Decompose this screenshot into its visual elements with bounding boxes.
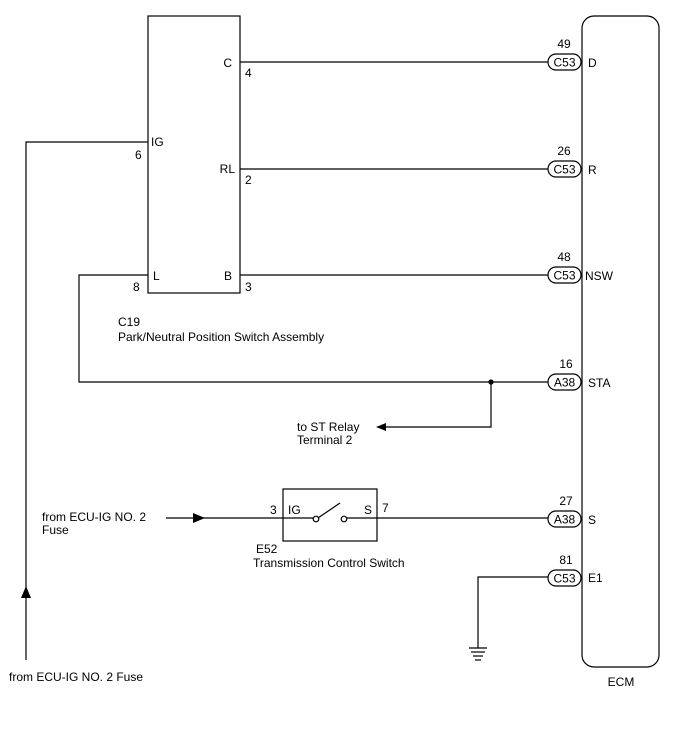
ecm-pin-label: E1 xyxy=(588,571,603,585)
trans-switch-connector-code: E52 xyxy=(256,542,278,556)
switch-contact-right xyxy=(340,515,348,523)
fuse-note-line1: from ECU-IG NO. 2 xyxy=(42,510,146,524)
st-relay-arrow-icon xyxy=(376,423,386,431)
ecm-pin-label: STA xyxy=(588,376,610,390)
wire-l-to-sta xyxy=(78,274,548,383)
ecm-label: ECM xyxy=(608,675,635,689)
ecm-pin-label: R xyxy=(588,163,597,177)
connector-oval xyxy=(547,373,582,391)
connector-oval xyxy=(547,569,582,587)
park-switch-connector-code: C19 xyxy=(118,315,140,329)
terminal-c-label: C xyxy=(223,56,232,70)
ecm-pin-number: 81 xyxy=(559,553,573,567)
ecm-pin-e1: 81 C53 E1 xyxy=(547,553,603,587)
ecm-pin-label: NSW xyxy=(585,269,614,283)
fuse-feed-arrow-icon xyxy=(21,586,31,598)
ecm-pin-label: S xyxy=(588,513,596,527)
terminal-b-pin: 3 xyxy=(245,280,252,294)
transmission-switch-box xyxy=(282,488,378,542)
ecm-pin-connector: A38 xyxy=(554,513,576,527)
terminal-ig-pin: 6 xyxy=(135,148,142,162)
ecm-pin-number: 48 xyxy=(557,250,571,264)
ecm-pin-connector: C53 xyxy=(553,572,575,586)
wire-to-st-relay xyxy=(384,382,492,428)
terminal-l-label: L xyxy=(153,269,160,283)
fuse-arrow-icon xyxy=(193,513,205,523)
ground-icon xyxy=(469,647,487,661)
ecm-pin-connector: C53 xyxy=(553,56,575,70)
ecm-pin-label: D xyxy=(588,56,597,70)
ecm-pin-d: 49 C53 D xyxy=(547,37,597,71)
connector-oval xyxy=(547,510,582,528)
terminal-ig-label: IG xyxy=(151,135,164,149)
ecm-pin-connector: C53 xyxy=(553,163,575,177)
st-relay-note-line2: Terminal 2 xyxy=(297,433,353,447)
fuse-note-bottom: from ECU-IG NO. 2 Fuse xyxy=(9,670,143,684)
ecm-box xyxy=(581,15,660,668)
switch-blade xyxy=(317,502,341,519)
terminal-c-pin: 4 xyxy=(245,66,252,80)
wire-e1-to-ground xyxy=(477,576,548,648)
st-relay-note-line1: to ST Relay xyxy=(297,420,359,434)
fuse-note-line2: Fuse xyxy=(42,523,69,537)
terminal-b-label: B xyxy=(224,269,232,283)
wire-ig-feed xyxy=(25,141,148,660)
connector-oval xyxy=(547,266,582,284)
trans-s-pin: 7 xyxy=(382,501,389,515)
ecm-pin-sta: 16 A38 STA xyxy=(547,357,610,391)
switch-contact-left xyxy=(312,515,320,523)
ecm-pin-connector: A38 xyxy=(554,376,576,390)
ecm-pin-nsw: 48 C53 NSW xyxy=(547,250,614,284)
ecm-pin-s: 27 A38 S xyxy=(547,494,596,528)
ecm-pin-number: 26 xyxy=(557,144,571,158)
ecm-pin-number: 49 xyxy=(557,37,571,51)
park-neutral-switch-box xyxy=(147,15,241,294)
ecm-pin-r: 26 C53 R xyxy=(547,144,597,178)
terminal-rl-pin: 2 xyxy=(245,173,252,187)
terminal-rl-label: RL xyxy=(220,162,236,176)
park-switch-name: Park/Neutral Position Switch Assembly xyxy=(118,330,324,344)
trans-ig-pin: 3 xyxy=(270,503,277,517)
trans-switch-name: Transmission Control Switch xyxy=(253,556,405,570)
terminal-l-pin: 8 xyxy=(133,280,140,294)
connector-oval xyxy=(547,160,582,178)
ecm-pin-number: 27 xyxy=(559,494,573,508)
trans-ig-label: IG xyxy=(288,503,301,517)
connector-oval xyxy=(547,53,582,71)
ecm-pin-connector: C53 xyxy=(553,269,575,283)
trans-s-label: S xyxy=(364,503,372,517)
ecm-pin-number: 16 xyxy=(559,357,573,371)
